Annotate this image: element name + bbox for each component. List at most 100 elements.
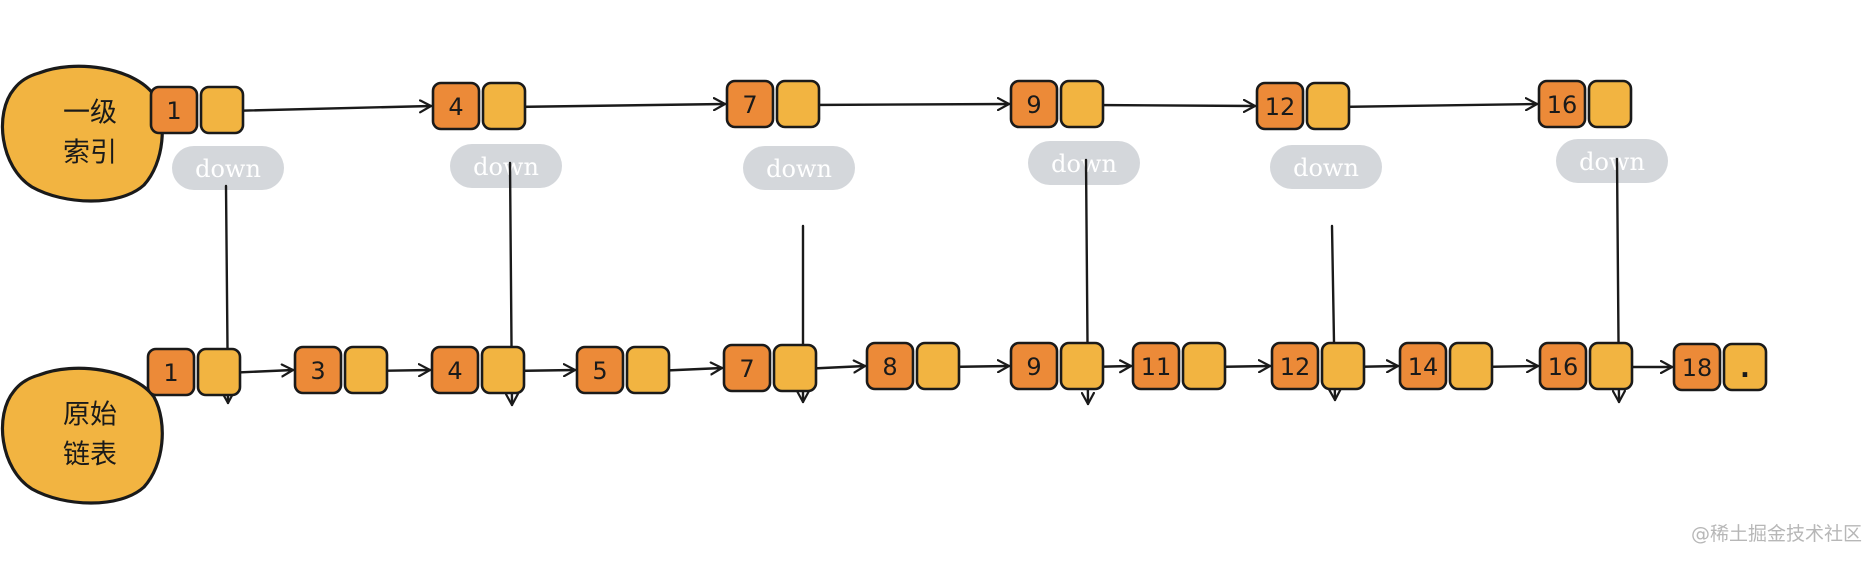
base-node-18-next-box (1722, 342, 1768, 392)
base-node-3: 3 (293, 345, 389, 395)
down-tag-shape (450, 144, 562, 188)
down-tag-text: down (766, 155, 832, 183)
base-node-14: 14 (1398, 341, 1494, 391)
base-node-7: 7 (722, 343, 818, 393)
index-node-12-key-box (1255, 81, 1305, 131)
base-node-1-key-text: 1 (163, 359, 178, 387)
base-node-8-key-box (865, 341, 915, 391)
base-node-5-key-box (575, 345, 625, 395)
index-node-9-key-text: 9 (1026, 91, 1041, 119)
down-tag: down (450, 144, 562, 188)
down-tag-shape (1556, 139, 1668, 183)
base-node-18-key-box (1672, 342, 1722, 392)
down-tag: down (1556, 139, 1668, 183)
index-node-16-key-box (1537, 79, 1587, 129)
base-node-5-next-box (625, 345, 671, 395)
down-tag-shape (1028, 141, 1140, 185)
base-node-12-key-box (1270, 341, 1320, 391)
index-next-arrow (1087, 105, 1257, 106)
base-node-14-key-text: 14 (1408, 353, 1439, 381)
base-node-18: 18. (1672, 342, 1768, 392)
down-tag-shape (743, 146, 855, 190)
index-node-16: 16 (1537, 79, 1633, 129)
index-node-9: 9 (1009, 79, 1105, 129)
base-node-11: 11 (1131, 341, 1227, 391)
base-node-14-next-box (1448, 341, 1494, 391)
base-node-7-key-box (722, 343, 772, 393)
base-node-11-key-text: 11 (1141, 353, 1172, 381)
base-node-16-key-box (1538, 341, 1588, 391)
base-node-4-key-text: 4 (447, 357, 462, 385)
base-node-9: 9 (1009, 341, 1105, 391)
base-node-16-key-text: 16 (1548, 353, 1579, 381)
down-tag-shape (1270, 145, 1382, 189)
index-node-9-next-box (1059, 79, 1105, 129)
index-node-4: 4 (431, 81, 527, 131)
base-node-4-next-box (480, 345, 526, 395)
watermark: @稀土掘金技术社区 (1690, 523, 1862, 545)
base-level-label-shape (0, 366, 164, 505)
base-node-4-key-box (430, 345, 480, 395)
base-node-4: 4 (430, 345, 526, 395)
index-node-1-next-box (199, 85, 245, 135)
base-node-16: 16 (1538, 341, 1634, 391)
index-node-7-key-box (725, 79, 775, 129)
base-node-3-next-box (343, 345, 389, 395)
base-node-8: 8 (865, 341, 961, 391)
index-node-12-next-box (1305, 81, 1351, 131)
base-node-8-key-text: 8 (882, 353, 897, 381)
base-node-7-next-box (772, 343, 818, 393)
base-node-1-next-box (196, 347, 242, 397)
base-node-18-key-text: 18 (1682, 354, 1713, 382)
down-tag-text: down (473, 153, 539, 181)
down-tag-text: down (1293, 154, 1359, 182)
base-node-18-next-mark: . (1740, 354, 1750, 384)
base-node-12: 12 (1270, 341, 1366, 391)
index-node-16-key-text: 16 (1547, 91, 1578, 119)
index-next-arrow (803, 104, 1011, 105)
index-node-7-key-text: 7 (742, 91, 757, 119)
down-tag: down (743, 146, 855, 190)
down-tag-text: down (1579, 148, 1645, 176)
base-node-3-key-text: 3 (310, 357, 325, 385)
index-node-4-key-box (431, 81, 481, 131)
index-next-arrow (509, 104, 727, 107)
base-node-5-key-text: 5 (592, 357, 607, 385)
index-node-4-key-text: 4 (448, 93, 463, 121)
down-tag-text: down (1051, 150, 1117, 178)
down-tag: down (1270, 145, 1382, 189)
base-node-12-next-box (1320, 341, 1366, 391)
down-tag-text: down (195, 155, 261, 183)
base-node-5: 5 (575, 345, 671, 395)
base-node-1-key-box (146, 347, 196, 397)
down-tag-shape (172, 146, 284, 190)
base-level-label-text-line1: 原始 (63, 400, 117, 431)
index-level-label-text-line2: 索引 (63, 138, 117, 169)
base-node-8-next-box (915, 341, 961, 391)
down-tag: down (172, 146, 284, 190)
base-node-9-key-box (1009, 341, 1059, 391)
index-node-9-key-box (1009, 79, 1059, 129)
base-node-16-next-box (1588, 341, 1634, 391)
down-tag: down (1028, 141, 1140, 185)
index-node-7: 7 (725, 79, 821, 129)
base-node-14-key-box (1398, 341, 1448, 391)
base-node-11-next-box (1181, 341, 1227, 391)
index-node-1-key-box (149, 85, 199, 135)
index-node-16-next-box (1587, 79, 1633, 129)
base-node-12-key-text: 12 (1280, 353, 1311, 381)
index-level-label-text-line1: 一级 (63, 98, 117, 129)
index-next-arrow (227, 106, 433, 111)
index-node-4-next-box (481, 81, 527, 131)
index-node-1: 1 (149, 85, 245, 135)
index-node-12-key-text: 12 (1265, 93, 1296, 121)
base-node-9-key-text: 9 (1026, 353, 1041, 381)
index-node-12: 12 (1255, 81, 1351, 131)
base-node-1: 1 (146, 347, 242, 397)
base-level-label-text-line2: 链表 (63, 440, 117, 471)
base-node-11-key-box (1131, 341, 1181, 391)
